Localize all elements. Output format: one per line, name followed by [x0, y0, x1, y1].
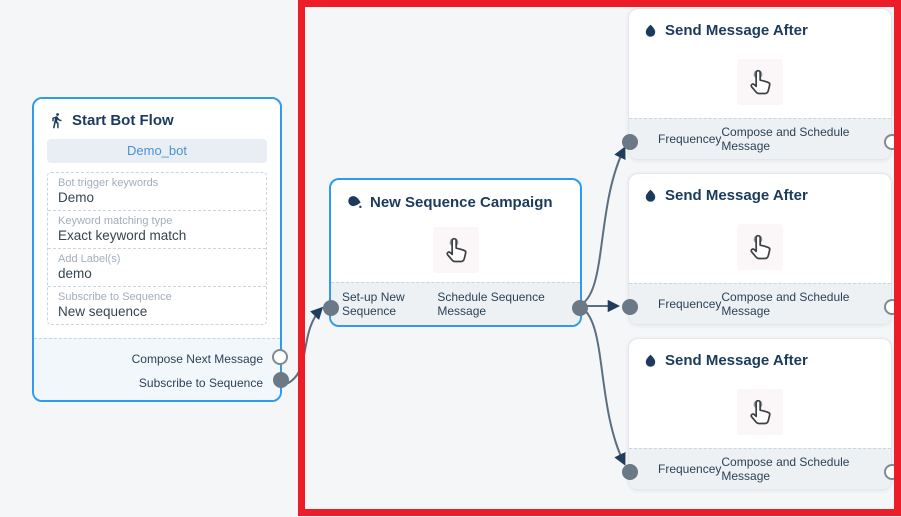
water-drop-icon [645, 354, 656, 367]
campaign-node-header: New Sequence Campaign [331, 180, 580, 217]
campaign-configure-button[interactable] [432, 226, 479, 273]
node-send-message-after-1[interactable]: Send Message After Frequencey Compose an… [622, 8, 900, 160]
field-add-labels[interactable]: Add Label(s) demo [48, 249, 266, 287]
port-frequency-input[interactable] [622, 134, 638, 150]
message-configure-button[interactable] [737, 58, 783, 105]
message-node-footer: Frequencey Compose and Schedule Message [629, 118, 891, 159]
edge-campaign-to-msg-2 [577, 305, 626, 466]
walking-person-icon [52, 113, 62, 129]
message-configure-button[interactable] [737, 388, 783, 435]
node-start-bot-flow[interactable]: Start Bot Flow Demo_bot Bot trigger keyw… [32, 97, 289, 402]
port-campaign-input[interactable] [323, 300, 339, 316]
message-node-header: Send Message After [629, 174, 891, 210]
message-output-label: Compose and Schedule Message [721, 125, 850, 153]
message-input-label: Frequencey [658, 462, 722, 476]
campaign-node-title: New Sequence Campaign [370, 193, 553, 211]
port-frequency-input[interactable] [622, 299, 638, 315]
hand-cursor-icon [750, 69, 771, 94]
port-frequency-input[interactable] [622, 464, 638, 480]
message-configure-button[interactable] [737, 223, 783, 270]
campaign-input-label: Set-up New Sequence [342, 290, 405, 318]
message-input-label: Frequencey [658, 132, 722, 146]
start-node-fields: Bot trigger keywords Demo Keyword matchi… [47, 172, 267, 325]
start-node-header: Start Bot Flow [34, 99, 280, 135]
message-output-label: Compose and Schedule Message [721, 455, 850, 483]
port-compose-schedule-output[interactable] [884, 299, 900, 315]
hand-cursor-icon [445, 237, 467, 262]
message-body [629, 45, 891, 118]
campaign-output-label: Schedule Sequence Message [437, 290, 545, 318]
edge-campaign-to-msg-0 [577, 146, 626, 307]
field-bot-trigger-keywords[interactable]: Bot trigger keywords Demo [48, 173, 266, 211]
message-body [629, 210, 891, 283]
message-body [629, 375, 891, 448]
port-compose-schedule-output[interactable] [884, 134, 900, 150]
port-campaign-output[interactable] [572, 300, 588, 316]
campaign-body [331, 217, 580, 282]
output-compose-next-message: Compose Next Message [131, 352, 263, 366]
message-node-footer: Frequencey Compose and Schedule Message [629, 283, 891, 324]
message-node-footer: Frequencey Compose and Schedule Message [629, 448, 891, 489]
field-keyword-matching-type[interactable]: Keyword matching type Exact keyword matc… [48, 211, 266, 249]
message-output-label: Compose and Schedule Message [721, 290, 850, 318]
hand-cursor-icon [750, 234, 771, 259]
start-node-title: Start Bot Flow [72, 112, 174, 129]
message-node-header: Send Message After [629, 339, 891, 375]
node-new-sequence-campaign[interactable]: New Sequence Campaign Set-up New Sequenc… [323, 178, 588, 327]
message-input-label: Frequencey [658, 297, 722, 311]
output-subscribe-to-sequence: Subscribe to Sequence [138, 376, 263, 390]
start-node-footer: Compose Next Message Subscribe to Sequen… [34, 338, 289, 400]
node-send-message-after-3[interactable]: Send Message After Frequencey Compose an… [622, 338, 900, 490]
message-node-header: Send Message After [629, 9, 891, 45]
bot-name-button[interactable]: Demo_bot [47, 139, 267, 163]
port-compose-schedule-output[interactable] [884, 464, 900, 480]
port-compose-next-message[interactable] [272, 349, 288, 365]
water-drop-icon [645, 24, 656, 37]
message-node-title: Send Message After [665, 187, 808, 204]
port-subscribe-to-sequence[interactable] [273, 372, 289, 388]
hand-cursor-icon [750, 399, 771, 424]
node-send-message-after-2[interactable]: Send Message After Frequencey Compose an… [622, 173, 900, 325]
message-node-title: Send Message After [665, 22, 808, 39]
ink-drop-icon [348, 196, 362, 209]
campaign-node-footer: Set-up New Sequence Schedule Sequence Me… [331, 282, 580, 325]
water-drop-icon [645, 189, 656, 202]
field-subscribe-to-sequence[interactable]: Subscribe to Sequence New sequence [58, 291, 172, 319]
message-node-title: Send Message After [665, 352, 808, 369]
